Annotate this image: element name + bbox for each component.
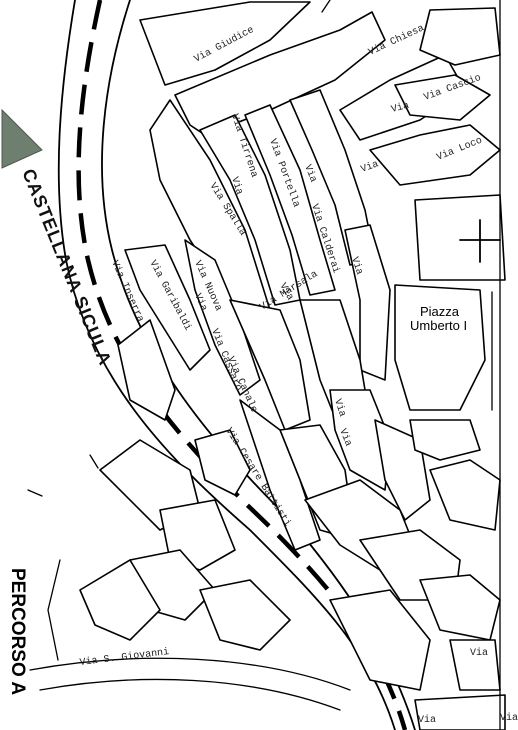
block xyxy=(139,1,311,86)
block xyxy=(174,11,386,136)
street-label: Via xyxy=(500,712,518,724)
block xyxy=(329,589,431,691)
road-fragment xyxy=(29,657,351,691)
block xyxy=(239,399,321,551)
street-label: Via xyxy=(331,398,348,419)
road-edge-west xyxy=(57,0,396,730)
street-label: Via xyxy=(348,256,365,277)
road-fragment xyxy=(39,678,341,711)
street-label: Via xyxy=(470,647,488,659)
block xyxy=(194,429,251,496)
block xyxy=(117,319,176,421)
piazza-block xyxy=(409,419,481,461)
street-label: Via xyxy=(418,714,436,726)
block xyxy=(429,459,501,531)
block xyxy=(124,244,211,371)
block xyxy=(419,7,501,66)
road-fragment xyxy=(89,454,99,469)
piazza-block xyxy=(394,284,486,411)
block xyxy=(229,299,311,431)
building-blocks xyxy=(79,1,506,730)
block xyxy=(344,224,391,381)
road-fragment xyxy=(27,489,43,497)
block xyxy=(244,104,336,296)
direction-arrow-icon xyxy=(1,108,43,169)
block xyxy=(329,389,391,491)
piazza-label-line1: Piazza xyxy=(420,304,460,319)
piazza-block xyxy=(414,194,506,281)
block xyxy=(419,574,501,641)
block xyxy=(394,74,491,121)
block xyxy=(199,579,291,651)
block xyxy=(79,559,161,641)
road-fragment xyxy=(47,559,61,661)
church-cross xyxy=(459,219,501,263)
route-title: PERCORSO A xyxy=(7,568,28,695)
road-name: CASTELLANA SICULA xyxy=(18,166,115,369)
block xyxy=(414,694,506,730)
street-label: Via xyxy=(228,176,245,197)
street-label: Via S. Giovanni xyxy=(79,646,170,669)
road-fragment xyxy=(321,0,331,13)
street-label: Via xyxy=(390,100,411,116)
piazza-label-line2: Umberto I xyxy=(410,318,467,333)
block xyxy=(184,239,261,396)
street-label: Via xyxy=(359,158,380,175)
